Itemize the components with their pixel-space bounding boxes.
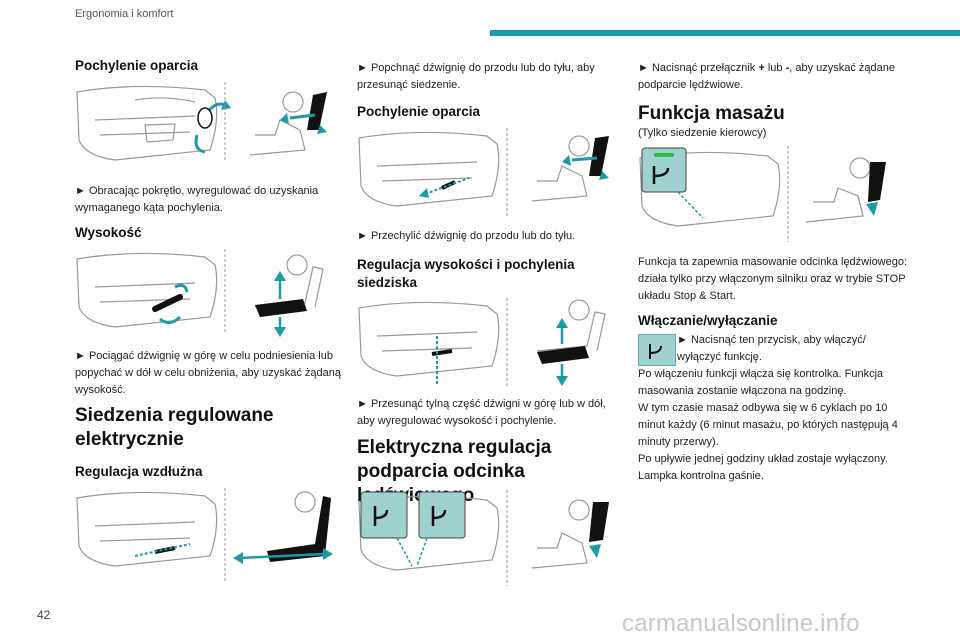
seat-side-illustration	[358, 491, 500, 571]
text-w-tym-czasie: W tym czasie masaż odbywa się w 6 cyklac…	[638, 402, 898, 448]
text-tylko-kierowcy: (Tylko siedzenie kierowcy)	[638, 127, 767, 139]
text-przesunac: Przesunąć tylną część dźwigni w górę lub…	[357, 398, 606, 427]
text-lub: lub	[764, 62, 786, 74]
figure-recline-knob	[76, 82, 327, 161]
seat-side-illustration	[358, 301, 500, 384]
person-lumbar-illustration	[531, 499, 609, 569]
massage-indicator-light-icon	[654, 153, 674, 157]
text-plus: +	[758, 62, 765, 74]
person-height-illustration	[536, 299, 606, 386]
text-po-uplywie: Po upływie jednej godziny układ zostaje …	[638, 453, 888, 482]
bullet: ►	[75, 350, 86, 362]
bullet: ►	[357, 230, 368, 242]
bullet: ►	[638, 62, 649, 74]
person-height-illustration	[254, 254, 324, 337]
text-funkcja-zapewnia: Funkcja ta zapewnia masowanie odcinka lę…	[638, 256, 908, 302]
seat-side-illustration	[358, 131, 500, 207]
text-nacisnac-post: , aby uzyskać żądane podparcie lędźwiowe…	[638, 62, 896, 91]
heading-wysokosc: Wysokość	[75, 225, 142, 240]
person-massage-illustration	[805, 157, 886, 223]
heading-regulacja-wzdluzna: Regulacja wzdłużna	[75, 464, 203, 479]
bullet: ►	[357, 398, 368, 410]
bullet: ►	[357, 62, 368, 74]
figure-height-tilt	[358, 298, 606, 386]
figure-recline-lever	[358, 128, 609, 216]
text-minus: -	[785, 62, 790, 74]
text-nacisnij-przycisk: Nacisnąć ten przycisk, aby włączyć/ wyłą…	[677, 334, 866, 363]
page-number: 42	[37, 608, 51, 622]
heading-siedzenia-elektrycznie: Siedzenia regulowane elektrycznie	[75, 405, 274, 450]
heading-pochylenie-oparcia: Pochylenie oparcia	[75, 58, 199, 73]
heading-wlaczanie: Włączanie/wyłączanie	[638, 313, 778, 328]
seat-side-illustration	[639, 147, 781, 227]
text-popchnac: Popchnąć dźwignię do przodu lub do tyłu,…	[357, 62, 595, 91]
header-accent-bar	[490, 30, 960, 36]
section-header: Ergonomia i komfort	[75, 8, 174, 20]
seat-side-illustration	[76, 491, 218, 567]
person-recline-illustration	[531, 135, 609, 202]
text-nacisnac-pre: Nacisnąć przełącznik	[651, 62, 759, 74]
figure-massage	[639, 146, 886, 242]
person-recline-illustration	[249, 91, 327, 156]
text-obracajac: Obracając pokrętło, wyregulować do uzysk…	[75, 185, 319, 214]
person-longitudinal-illustration	[233, 491, 333, 564]
figure-height-lever	[76, 249, 324, 337]
text-przechylic: Przechylić dźwignię do przodu lub do tył…	[370, 230, 576, 242]
heading-wysokosc-pochylenie: Regulacja wysokości i pochylenia siedzis…	[357, 257, 575, 290]
massage-button-small-icon	[638, 334, 676, 366]
heading-funkcja-masazu: Funkcja masażu	[638, 103, 785, 124]
bullet: ►	[677, 334, 688, 346]
watermark: carmanualsonline.info	[622, 610, 860, 637]
figure-lumbar	[358, 490, 609, 586]
heading-pochylenie-oparcia-2: Pochylenie oparcia	[357, 104, 481, 119]
text-pociagac: Pociągać dźwignię w górę w celu podniesi…	[75, 350, 341, 396]
seat-side-illustration	[76, 252, 218, 328]
text-po-wlaczeniu: Po włączeniu funkcji włącza się kontrolk…	[638, 368, 884, 397]
figure-longitudinal	[76, 488, 333, 581]
bullet: ►	[75, 185, 86, 197]
seat-side-illustration	[76, 85, 231, 161]
